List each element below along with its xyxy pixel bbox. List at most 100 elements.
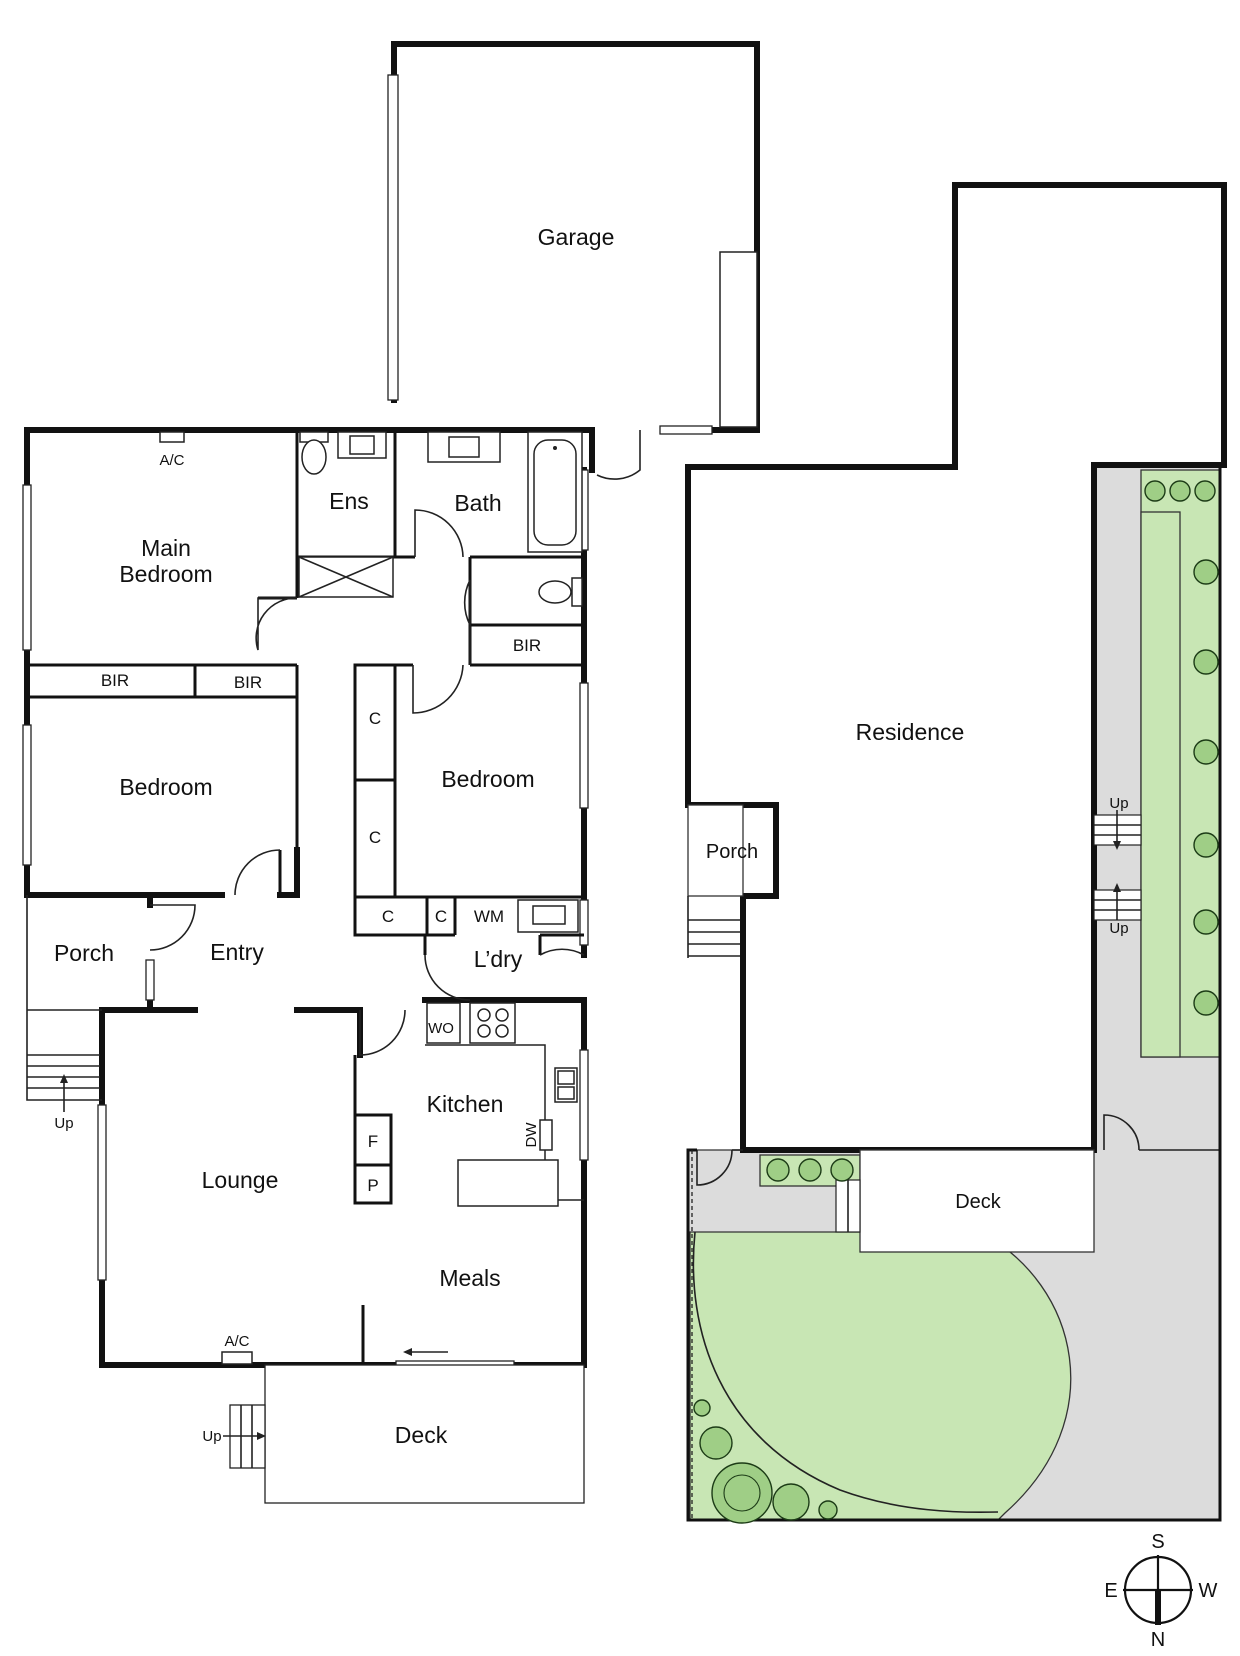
room-label-laundry: L’dry	[474, 946, 523, 972]
bedroom-door-1	[463, 579, 471, 665]
tree-icon	[699, 1426, 733, 1460]
laundry-door-2	[539, 948, 585, 956]
shrub-icon	[766, 1158, 790, 1182]
porch-door	[149, 904, 196, 951]
room-label-bir-2: BIR	[234, 673, 262, 692]
tree-icon	[1193, 649, 1219, 675]
compass-east: E	[1104, 1580, 1117, 1602]
room-label-kitchen: Kitchen	[427, 1091, 504, 1117]
bath-door	[414, 509, 464, 558]
tree-icon	[1193, 990, 1219, 1016]
main-bedroom-door	[255, 597, 298, 651]
label-cupboard-3: C	[382, 907, 394, 926]
ac-label-1: A/C	[159, 452, 184, 469]
kitchen-door	[359, 1009, 406, 1056]
shrub-icon	[818, 1500, 838, 1520]
side-garden-trees	[1144, 480, 1219, 1016]
ens-toilet	[301, 439, 327, 475]
label-dishwasher: DW	[523, 1122, 540, 1148]
door-swings	[149, 509, 585, 1056]
shrub-icon	[693, 1399, 711, 1417]
room-label-bedroom-east: Bedroom	[441, 766, 534, 792]
shrub-icon	[798, 1158, 822, 1182]
room-label-garage: Garage	[538, 224, 615, 250]
compass-west: W	[1199, 1580, 1218, 1602]
room-label-meals: Meals	[439, 1265, 500, 1291]
label-cupboard-4: C	[435, 907, 447, 926]
shrub-icon	[1169, 480, 1191, 502]
room-label-ens: Ens	[329, 488, 369, 514]
wall-oven	[426, 1002, 461, 1044]
label-residence-deck: Deck	[955, 1191, 1002, 1213]
back-lawn	[689, 1231, 1072, 1521]
label-cupboard-2: C	[369, 828, 381, 847]
up-label-2: Up	[1109, 920, 1128, 937]
shrub-icon	[1194, 480, 1216, 502]
house-labels: A/C Ens Bath Main Bedroom BIR BIR BIR C …	[54, 452, 541, 1448]
room-label-lounge: Lounge	[202, 1167, 279, 1193]
label-cupboard-1: C	[369, 709, 381, 728]
tree-icon	[711, 1462, 773, 1524]
garage-door-window	[387, 74, 399, 401]
shrub-icon	[1144, 480, 1166, 502]
tree-icon	[1193, 832, 1219, 858]
deck	[223, 1364, 585, 1504]
ac-unit-1	[159, 431, 185, 443]
lawn-trees	[693, 1399, 838, 1524]
label-pantry: P	[367, 1176, 378, 1195]
porch-steps	[27, 1054, 100, 1112]
compass: S N E W	[1104, 1531, 1217, 1651]
room-label-bedroom-west: Bedroom	[119, 774, 212, 800]
room-label-main-bedroom-1: Main	[141, 535, 191, 561]
interior-walls	[27, 430, 584, 1365]
back-gate	[696, 1149, 733, 1186]
bedroom-door-2	[412, 664, 464, 714]
cooktop	[469, 1002, 516, 1044]
kitchen-island	[457, 1159, 559, 1207]
fixtures	[159, 431, 584, 1365]
residence-deck	[859, 1149, 1095, 1253]
site-plan: Residence Porch Deck Up Up	[685, 182, 1227, 1524]
compass-south: S	[1151, 1531, 1164, 1553]
ac-label-2: A/C	[224, 1333, 249, 1350]
bedroom-west-door	[234, 849, 281, 896]
up-label-deck: Up	[202, 1428, 221, 1445]
residence-footprint	[688, 185, 1224, 1150]
porch	[26, 895, 102, 1112]
bath-toilet	[538, 580, 572, 604]
room-label-main-bedroom-2: Bedroom	[119, 561, 212, 587]
residence-porch-steps	[687, 896, 740, 958]
side-gate	[1103, 1114, 1140, 1151]
room-label-porch: Porch	[54, 940, 114, 966]
deck-steps	[223, 1404, 266, 1469]
label-residence-porch: Porch	[706, 841, 758, 863]
garage-window	[659, 425, 713, 435]
tree-icon	[1193, 909, 1219, 935]
tree-icon	[772, 1483, 810, 1521]
room-label-bath: Bath	[454, 490, 501, 516]
garage: Garage	[387, 41, 760, 480]
room-label-bir-east: BIR	[513, 636, 541, 655]
compass-north: N	[1151, 1629, 1165, 1651]
dishwasher-mark	[539, 1119, 553, 1151]
label-residence: Residence	[856, 719, 965, 745]
room-label-entry: Entry	[210, 939, 264, 965]
garage-bench	[719, 251, 758, 428]
laundry-door-1	[424, 954, 471, 1001]
tree-icon	[1193, 739, 1219, 765]
label-wall-oven: WO	[428, 1020, 454, 1037]
room-label-deck: Deck	[395, 1422, 448, 1448]
up-label-1: Up	[1109, 795, 1128, 812]
garage-door-swing	[596, 430, 641, 480]
room-label-bir-1: BIR	[101, 671, 129, 690]
label-fridge: F	[368, 1132, 378, 1151]
tree-icon	[1193, 559, 1219, 585]
side-steps	[1093, 810, 1142, 921]
ac-unit-2	[221, 1351, 253, 1365]
label-wm: WM	[474, 907, 504, 926]
planter-trees	[766, 1158, 854, 1182]
up-label-porch: Up	[54, 1115, 73, 1132]
residence-porch	[687, 804, 744, 897]
shrub-icon	[830, 1158, 854, 1182]
